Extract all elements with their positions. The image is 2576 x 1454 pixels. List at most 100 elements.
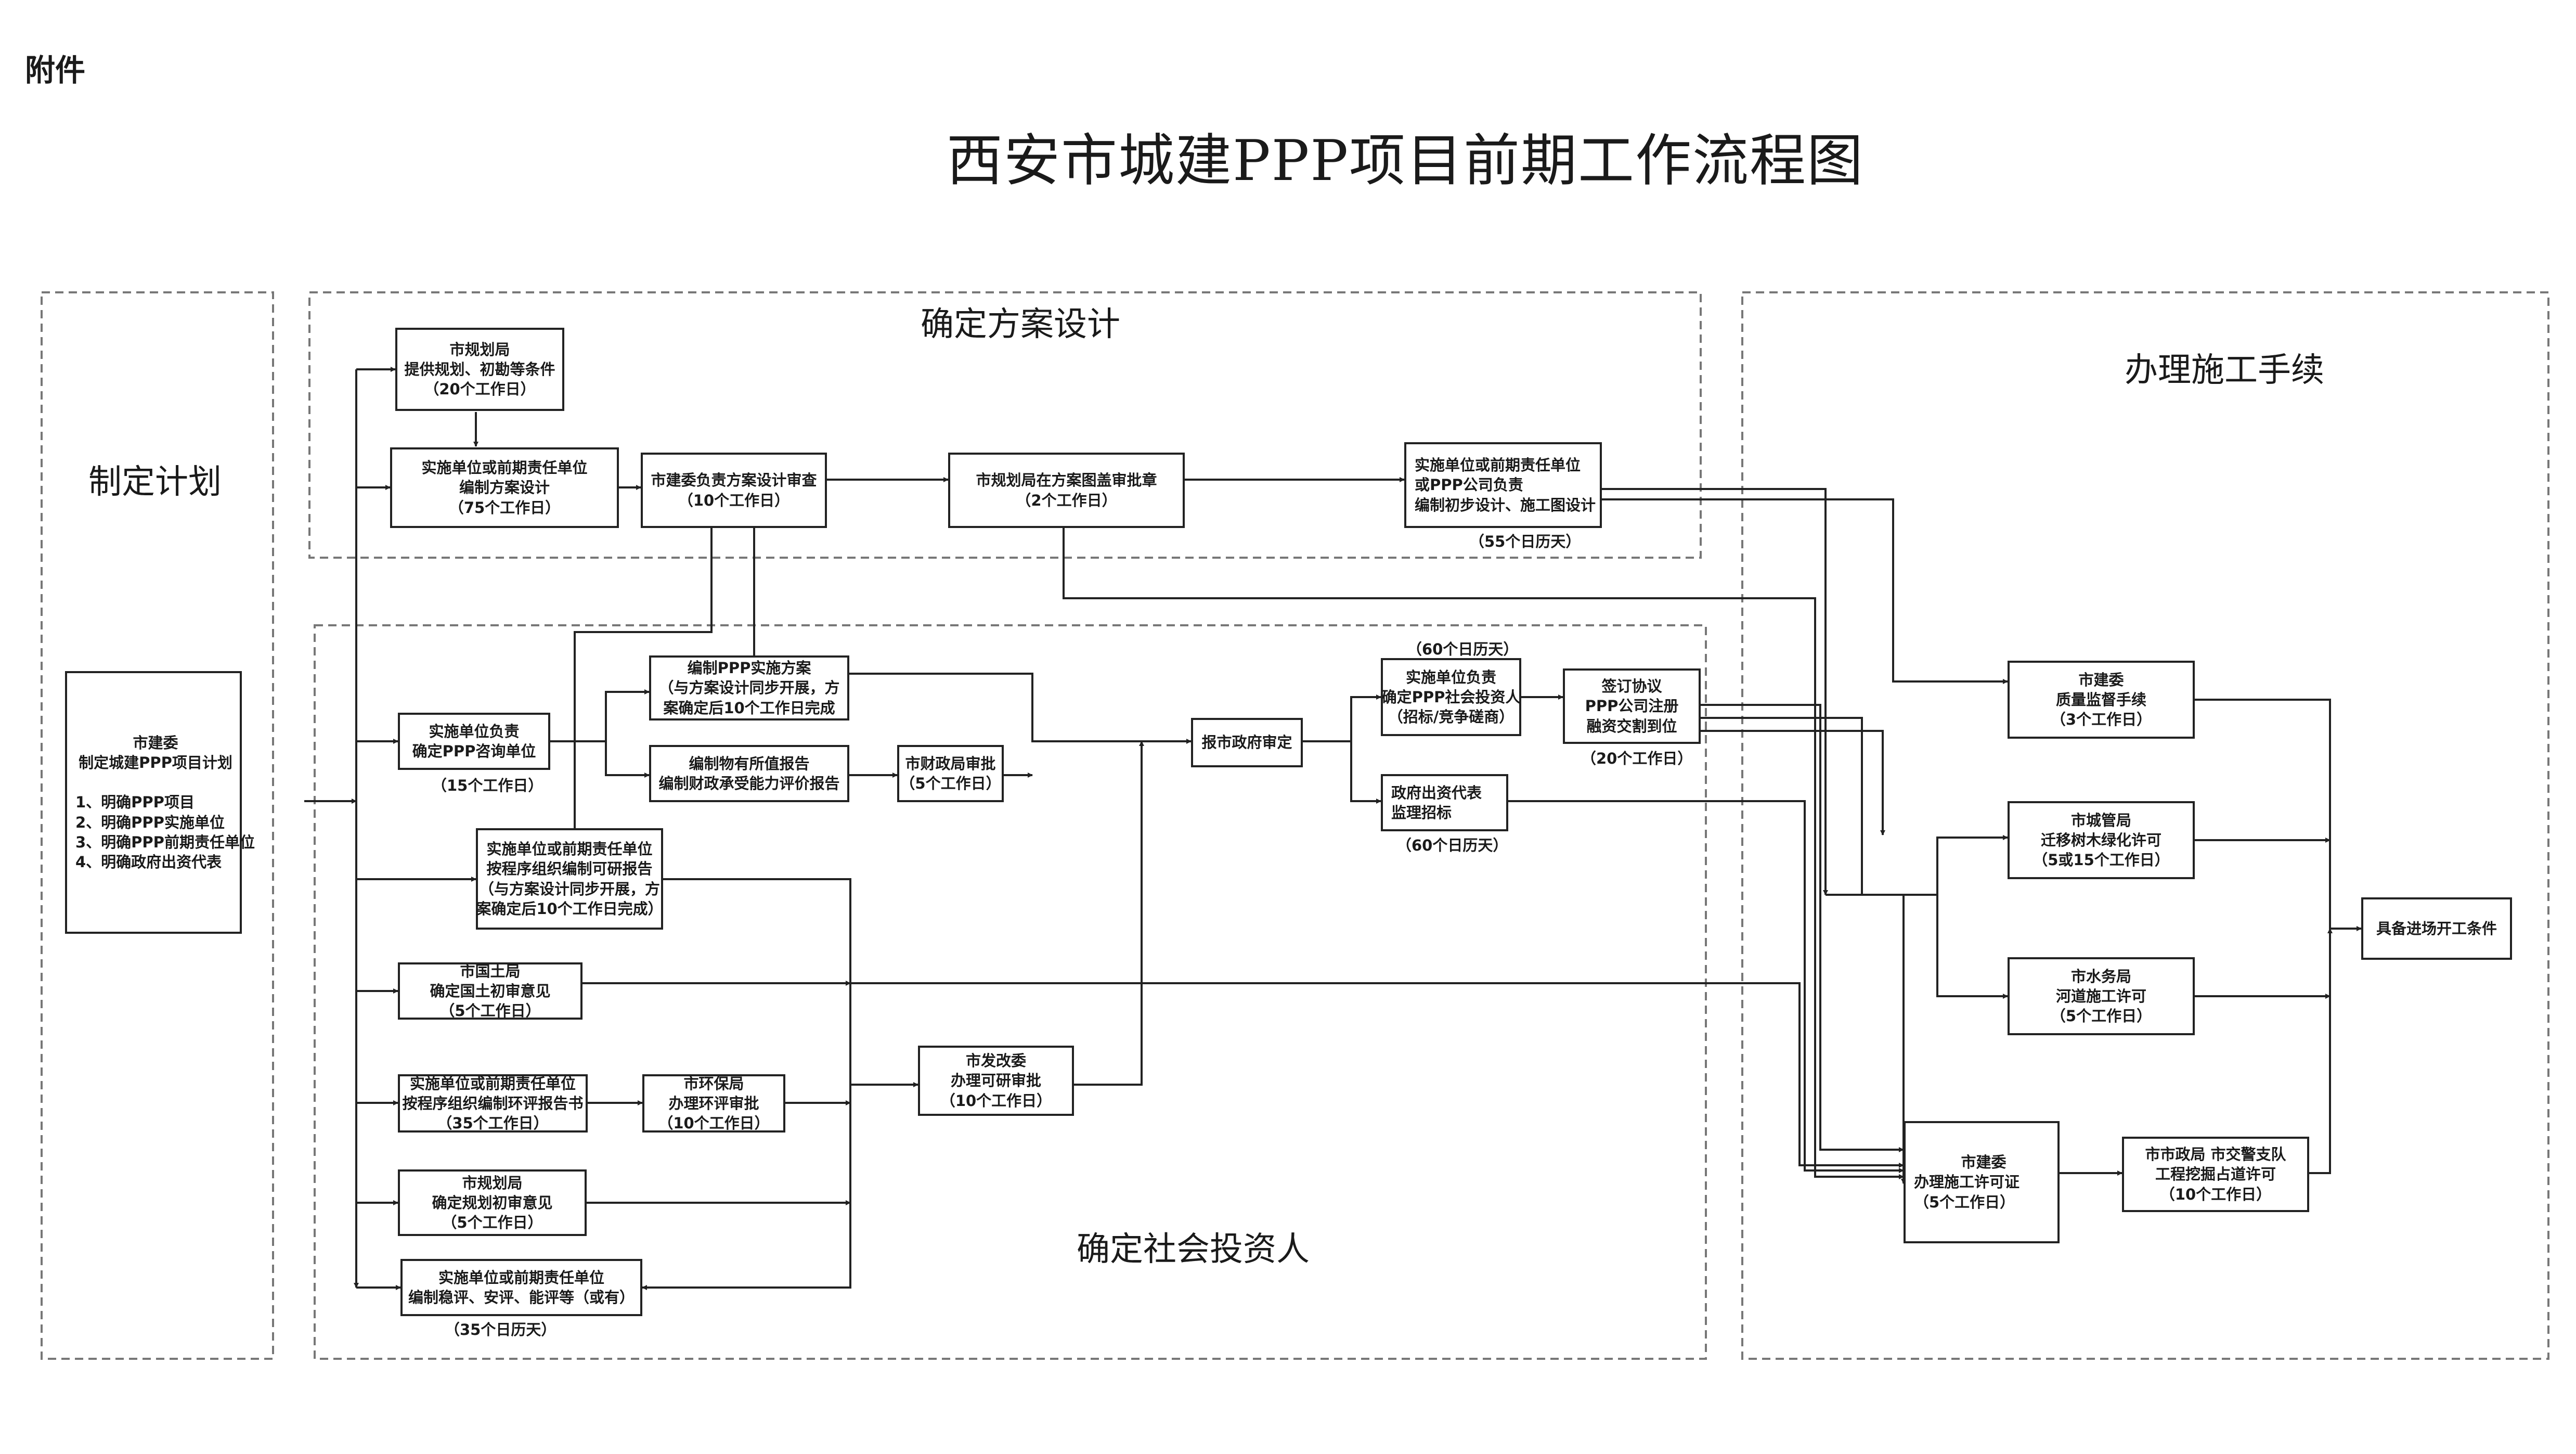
box-line: （与方案设计同步开展，方: [479, 880, 661, 898]
zone-frames: [41, 291, 2549, 1360]
river-permit-box: 市水务局 河道施工许可 （5个工作日）: [2008, 957, 2195, 1035]
ppp-plan-box: 编制PPP实施方案 （与方案设计同步开展，方 案确定后10个工作日完成: [649, 655, 849, 720]
box-line: 编制稳评、安评、能评等（或有）: [408, 1289, 635, 1306]
box-line: 市规划局在方案图盖审批章: [976, 471, 1157, 490]
arrows: [304, 367, 2362, 1290]
box-line: 市发改委: [965, 1052, 1026, 1070]
box-line: 确定PPP社会投资人: [1381, 688, 1521, 706]
box-line: 案确定后10个工作日完成）: [476, 899, 663, 918]
box-line: （10个工作日）: [940, 1091, 1052, 1110]
box-line: 报市政府审定: [1201, 734, 1292, 752]
box-line: 市水务局: [2070, 967, 2131, 985]
box-line: 实施单位负责: [429, 722, 520, 740]
construction-design-duration: （55个日历天）: [1469, 533, 1581, 550]
box-line: 实施单位或前期责任单位: [1415, 456, 1581, 474]
plan-box-item: 1、明确PPP项目: [75, 793, 195, 812]
select-investor-duration: （60个日历天）: [1407, 640, 1519, 658]
box-line: 实施单位或前期责任单位: [438, 1268, 604, 1286]
value-report-box: 编制物有所值报告 编制财政承受能力评价报告: [649, 745, 849, 802]
plan-box-item: 2、明确PPP实施单位: [75, 813, 225, 831]
box-line: 市规划局: [449, 340, 510, 358]
box-line: （5个工作日）: [1914, 1193, 2015, 1211]
sign-agreement-box: 签订协议 PPP公司注册 融资交割到位: [1563, 668, 1701, 744]
box-line: 编制初步设计、施工图设计: [1415, 496, 1596, 514]
box-line: （5或15个工作日）: [2033, 851, 2170, 869]
select-investor-box: 实施单位负责 确定PPP社会投资人 （招标/竞争磋商）: [1381, 658, 1521, 736]
ppp-consultant-box: 实施单位负责 确定PPP咨询单位: [398, 713, 550, 770]
ndrc-approval-box: 市发改委 办理可研审批 （10个工作日）: [918, 1046, 1074, 1116]
box-line: （75个工作日）: [448, 498, 561, 517]
gov-capital-duration: （60个日历天）: [1396, 837, 1508, 854]
box-line: 办理施工许可证: [1914, 1173, 2020, 1191]
box-line: 市环保局: [683, 1074, 744, 1092]
box-line: 质量监督手续: [2055, 690, 2146, 709]
box-line: 签订协议: [1601, 677, 1662, 696]
box-line: 实施单位或前期责任单位: [486, 840, 653, 858]
box-line: 市城管局: [2070, 811, 2131, 829]
box-line: （10个工作日）: [658, 1114, 770, 1133]
box-line: 市建委负责方案设计审查: [651, 471, 817, 490]
sign-agreement-duration: （20个工作日）: [1581, 750, 1693, 767]
attachment-label: 附件: [25, 53, 86, 88]
plan-box-org: 市建委: [133, 734, 178, 752]
box-line: 办理可研审批: [950, 1072, 1041, 1090]
zone-label-construction: 办理施工手续: [2125, 351, 2324, 390]
box-line: 或PPP公司负责: [1415, 476, 1523, 494]
plan-box-task: 制定城建PPP项目计划: [79, 753, 232, 771]
box-line: （5个工作日）: [442, 1214, 543, 1232]
scheme-design-box: 实施单位或前期责任单位 编制方案设计 （75个工作日）: [390, 447, 619, 528]
box-line: 实施单位负责: [1405, 668, 1496, 686]
box-line: （20个工作日）: [424, 380, 536, 398]
box-line: 工程挖掘占道许可: [2155, 1165, 2276, 1183]
box-line: （10个工作日）: [678, 491, 790, 509]
stability-box: 实施单位或前期责任单位 编制稳评、安评、能评等（或有）: [400, 1259, 642, 1316]
stability-duration: （35个日历天）: [445, 1321, 556, 1339]
page-title: 西安市城建PPP项目前期工作流程图: [947, 128, 1865, 194]
box-line: 实施单位或前期责任单位: [421, 459, 588, 477]
planning-opinion-box: 市规划局 确定规划初审意见 （5个工作日）: [398, 1169, 587, 1236]
box-line: 市国土局: [460, 962, 521, 980]
scheme-approval-box: 市规划局在方案图盖审批章 （2个工作日）: [948, 453, 1185, 528]
box-line: 具备进场开工条件: [2376, 919, 2497, 937]
box-line: （招标/竞争磋商）: [1388, 708, 1514, 726]
gov-review-box: 报市政府审定: [1191, 718, 1303, 767]
box-line: 监理招标: [1391, 804, 1452, 821]
zone-label-plan: 制定计划: [88, 463, 222, 501]
ready-box: 具备进场开工条件: [2361, 897, 2512, 960]
road-permit-box: 市市政局 市交警支队 工程挖掘占道许可 （10个工作日）: [2122, 1137, 2309, 1212]
zone-label-design: 确定方案设计: [921, 305, 1120, 344]
plan-box: 市建委 制定城建PPP项目计划 1、明确PPP项目 2、明确PPP实施单位 3、…: [65, 671, 255, 934]
box-line: 办理环评审批: [668, 1094, 759, 1112]
box-line: 确定国土初审意见: [430, 982, 551, 1000]
box-line: PPP公司注册: [1585, 697, 1679, 715]
construction-permit-box: 市建委 办理施工许可证 （5个工作日）: [1904, 1121, 2060, 1243]
box-line: 市规划局: [462, 1174, 523, 1192]
box-line: 市建委: [1961, 1153, 2007, 1172]
box-line: 融资交割到位: [1586, 717, 1677, 735]
box-line: （5个工作日）: [439, 1002, 541, 1020]
plan-box-item: 3、明确PPP前期责任单位: [75, 833, 255, 851]
box-line: 河道施工许可: [2055, 987, 2146, 1005]
zone-label-investor: 确定社会投资人: [1077, 1230, 1310, 1269]
box-line: 按程序组织编制环评报告书: [402, 1094, 584, 1112]
plan-box-spacer: [75, 773, 81, 792]
box-line: 案确定后10个工作日完成: [663, 699, 835, 717]
box-line: 按程序组织编制可研报告: [486, 860, 653, 878]
plan-box-item: 4、明确政府出资代表: [75, 853, 222, 871]
box-line: （3个工作日）: [2050, 711, 2152, 729]
box-line: （2个工作日）: [1016, 491, 1117, 509]
planning-conditions-box: 市规划局 提供规划、初勘等条件 （20个工作日）: [395, 328, 564, 411]
box-line: 市市政局 市交警支队: [2145, 1146, 2286, 1164]
box-line: 政府出资代表: [1391, 783, 1482, 802]
box-line: （5个工作日）: [900, 775, 1001, 792]
eia-report-box: 实施单位或前期责任单位 按程序组织编制环评报告书 （35个工作日）: [398, 1074, 588, 1133]
land-opinion-box: 市国土局 确定国土初审意见 （5个工作日）: [398, 962, 582, 1020]
ppp-consultant-duration: （15个工作日）: [432, 777, 543, 794]
box-line: 编制PPP实施方案: [687, 659, 811, 677]
tree-permit-box: 市城管局 迁移树木绿化许可 （5或15个工作日）: [2008, 801, 2195, 879]
box-line: （与方案设计同步开展，方: [658, 679, 840, 697]
box-line: 市建委: [2078, 671, 2124, 689]
quality-supervision-box: 市建委 质量监督手续 （3个工作日）: [2008, 661, 2195, 739]
feasibility-box: 实施单位或前期责任单位 按程序组织编制可研报告 （与方案设计同步开展，方 案确定…: [476, 828, 663, 930]
